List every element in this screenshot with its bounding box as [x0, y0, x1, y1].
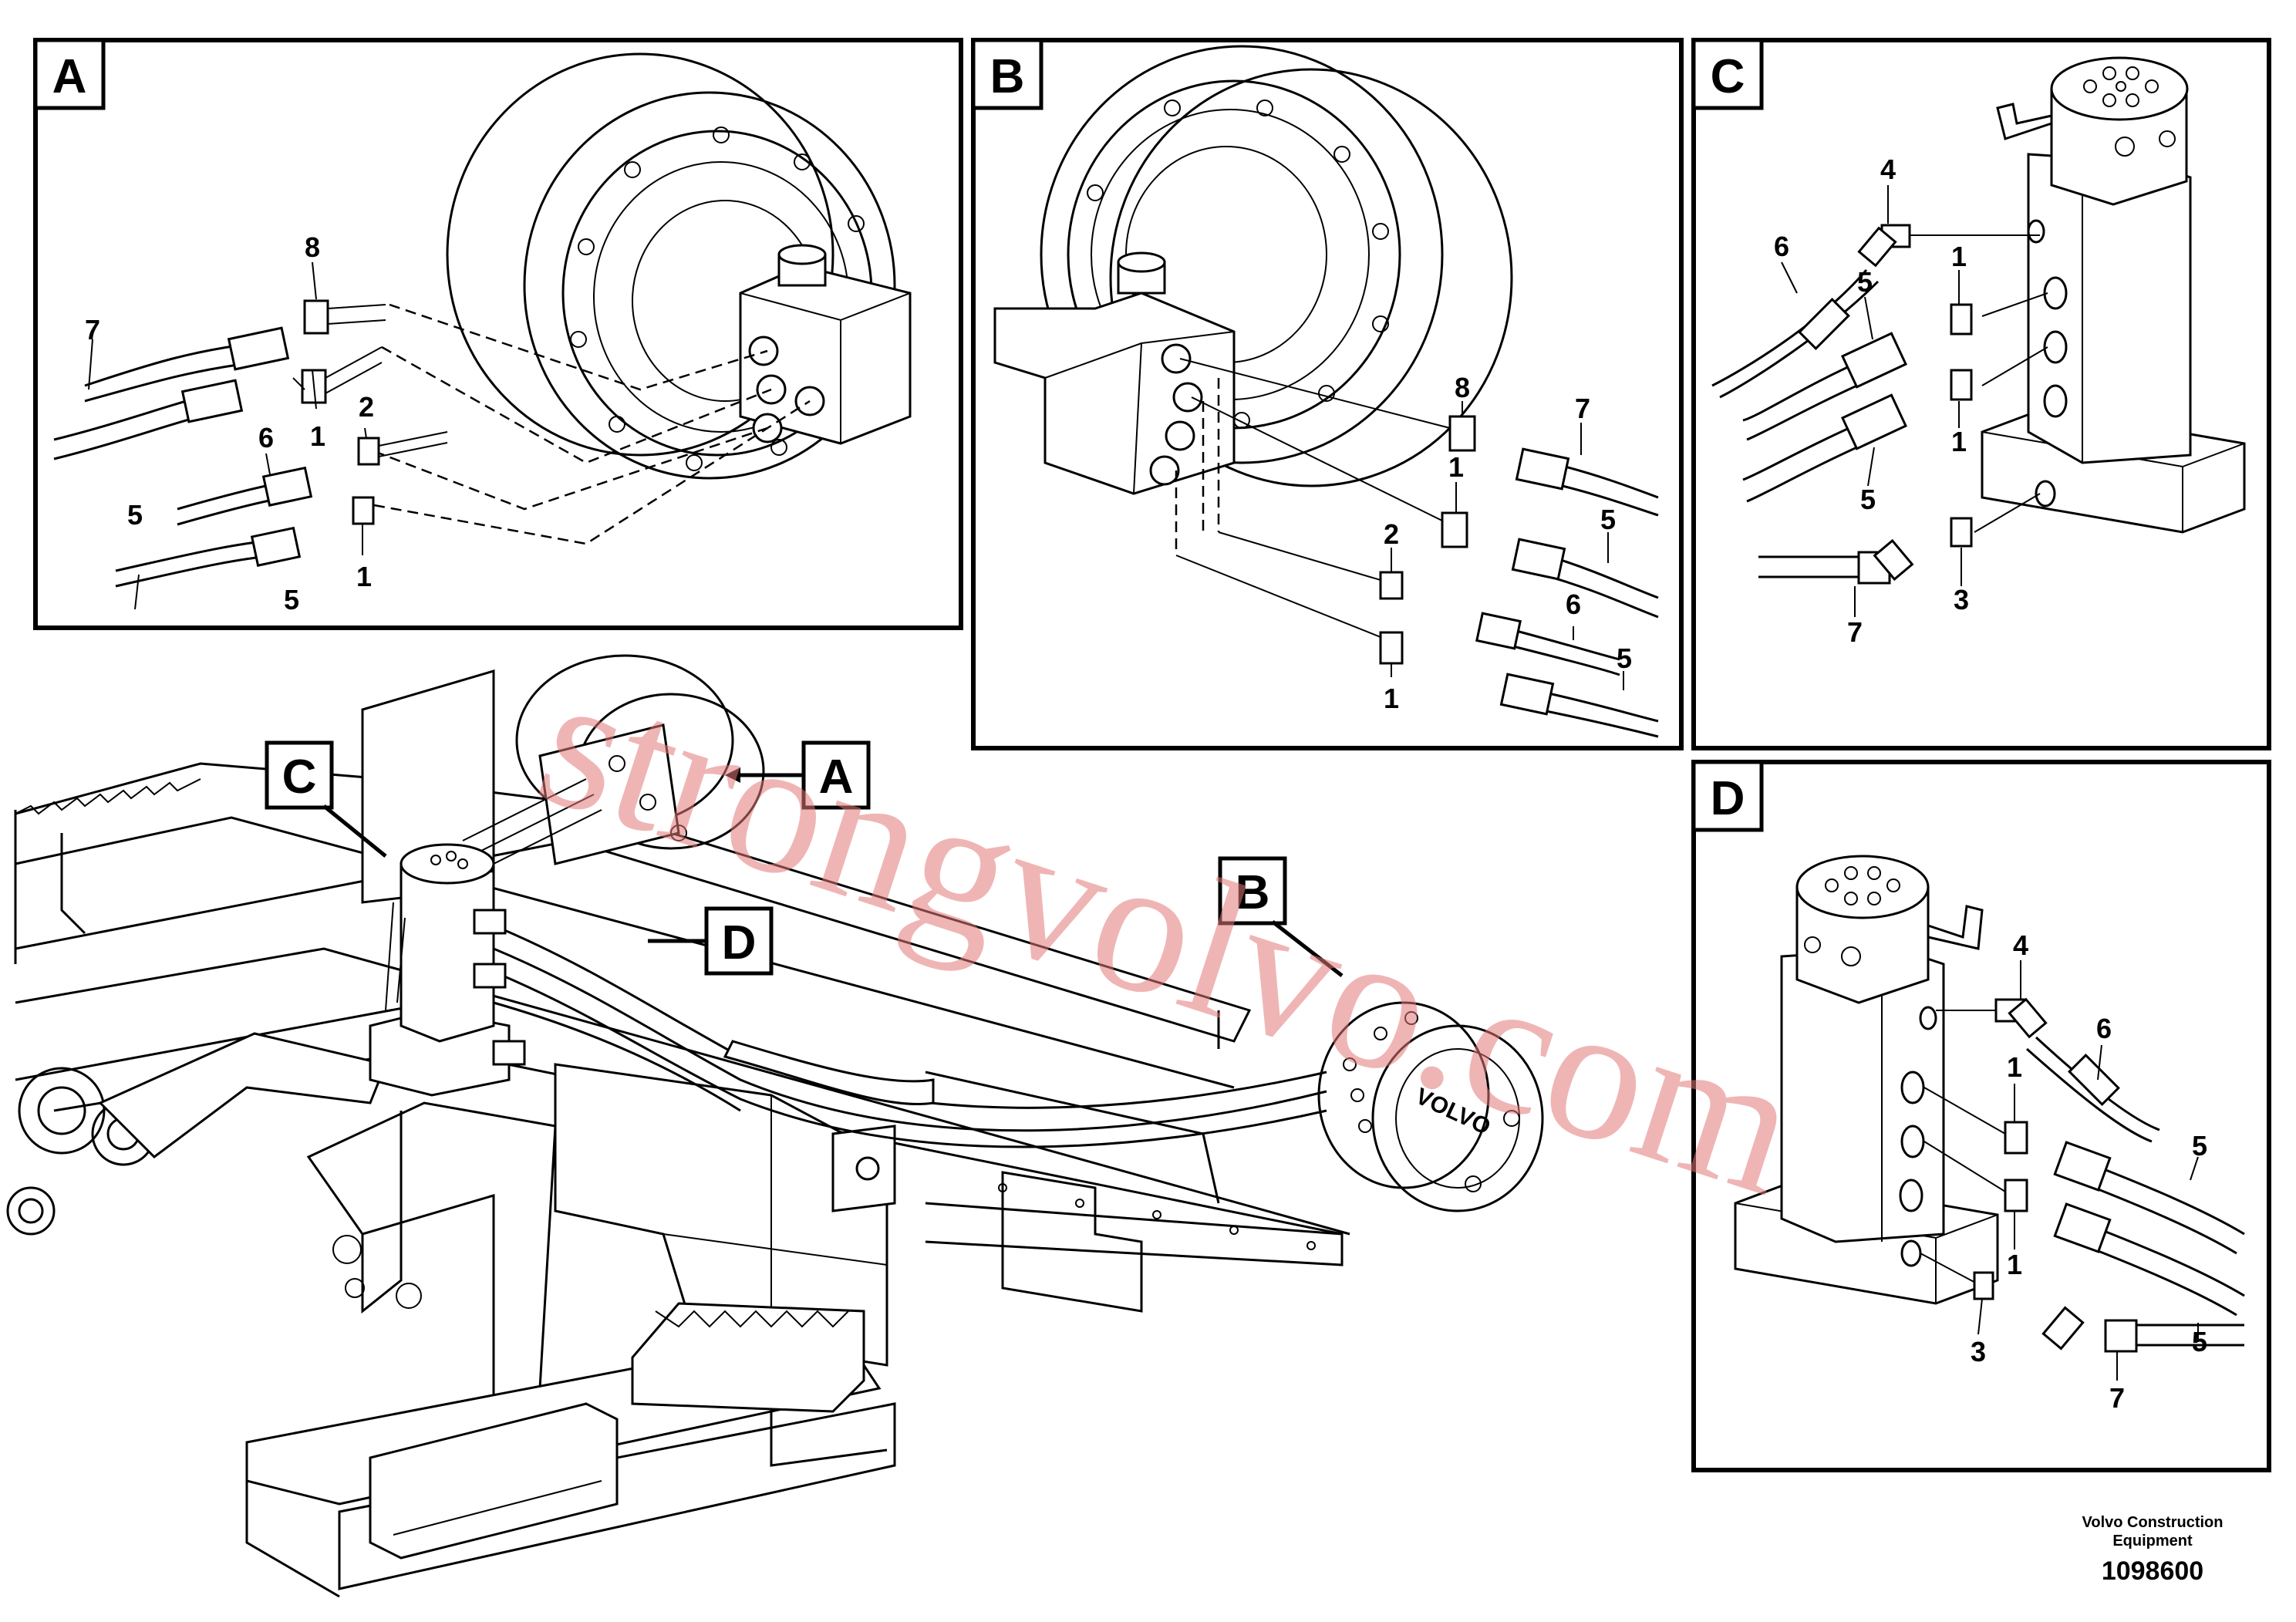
panel-c-hose-5a: [1742, 332, 1908, 441]
panel-d-fitting-1a: [2004, 1121, 2028, 1155]
panel-c-frame: [1691, 38, 2271, 750]
panel-d-callout-4: 4: [2013, 929, 2028, 961]
panel-c-fitting-1a: [1950, 303, 1973, 336]
panel-a: A: [33, 38, 963, 630]
panel-a-callout-1b: 1: [356, 561, 372, 592]
panel-c-callout-6: 6: [1774, 231, 1789, 262]
panel-c-fitting-1b: [1950, 369, 1973, 401]
panel-b-tag-box: [971, 38, 1043, 110]
panel-c-callout-7: 7: [1847, 616, 1863, 648]
panel-d-callout-3: 3: [1971, 1336, 1986, 1367]
panel-c-swivel-joint: [1981, 56, 2246, 534]
svg-text:D: D: [722, 916, 757, 969]
panel-b-tag: B: [990, 50, 1025, 103]
panel-a-leader-8: [389, 303, 768, 391]
panel-b-callout-8: 8: [1455, 372, 1470, 403]
panel-a-callout-2: 2: [359, 391, 374, 423]
panel-b-callout-1b: 1: [1384, 683, 1399, 714]
panel-b-hose-5a: [1511, 538, 1659, 619]
panel-c-tag: C: [1711, 50, 1745, 103]
panel-c-fitting-3: [1950, 517, 1973, 548]
panel-d-fitting-1b: [2004, 1179, 2028, 1212]
panel-a-leader-1a: [381, 346, 772, 464]
panel-b-hose-6: [1475, 612, 1620, 676]
panel-a-tag: A: [52, 50, 87, 103]
footer-company: Volvo Construction: [2082, 1514, 2224, 1531]
svg-text:A: A: [819, 750, 854, 804]
panel-b-callout-2: 2: [1384, 518, 1399, 550]
panel-d: D: [1691, 760, 2271, 1472]
panel-a-callout-5a: 5: [127, 499, 143, 531]
panel-b-fitting-1a: [1441, 511, 1468, 548]
svg-text:C: C: [282, 750, 317, 804]
panel-a-hose-5a: [53, 379, 244, 460]
panel-b-fitting-2: [1379, 571, 1404, 600]
footer-part-number: 1098600: [2102, 1556, 2203, 1586]
panel-a-tag-box: [33, 38, 106, 110]
panel-b-hose-5b: [1499, 673, 1659, 738]
panel-c-callout-5b: 5: [1860, 484, 1876, 515]
panel-d-callout-7: 7: [2109, 1382, 2125, 1414]
panel-a-callout-1a: 1: [310, 420, 325, 452]
panel-b-callout-7: 7: [1575, 393, 1590, 424]
panel-d-callout-1b: 1: [2007, 1249, 2022, 1280]
panel-c-callout-5a: 5: [1857, 266, 1873, 298]
panel-a-leader-2: [373, 427, 768, 511]
svg-text:B: B: [1236, 866, 1270, 919]
panel-a-leader-1b: [373, 400, 811, 545]
panel-d-tag-box: [1691, 760, 1764, 832]
panel-c-hose-5b: [1742, 393, 1908, 503]
panel-d-callout-5a: 5: [2192, 1130, 2207, 1162]
panel-a-callout-6: 6: [258, 422, 274, 454]
panel-a-frame: [33, 38, 963, 630]
panel-d-swivel-joint: [1734, 855, 1999, 1305]
panel-b-callout-5b: 5: [1617, 642, 1632, 674]
panel-b-fitting-1b: [1379, 631, 1404, 665]
panel-a-fitting-2: [357, 437, 380, 466]
panel-b-callout-5a: 5: [1600, 504, 1616, 535]
overview-tag-d: D: [648, 906, 774, 976]
panel-d-tag: D: [1711, 772, 1745, 825]
panel-c-callout-3: 3: [1954, 584, 1969, 615]
footer-company-line2: Equipment: [2112, 1533, 2193, 1549]
overview-tag-b: B: [1218, 856, 1344, 977]
panel-a-hose-6: [177, 466, 313, 526]
panel-a-hose-7: [84, 326, 290, 403]
panel-a-travel-motor: [446, 52, 912, 480]
panel-c-callout-1b: 1: [1951, 426, 1967, 457]
panel-a-hose-5b: [115, 526, 302, 588]
panel-b-frame: [971, 38, 1684, 750]
panel-c-hose-7: [1758, 538, 1914, 585]
panel-c: C: [1691, 38, 2271, 750]
panel-d-frame: [1691, 760, 2271, 1472]
panel-c-callout-1a: 1: [1951, 241, 1967, 272]
panel-a-fitting-1b: [352, 496, 375, 525]
panel-c-callout-4: 4: [1880, 153, 1896, 185]
overview-undercarriage: VOLVO: [6, 654, 1544, 1598]
panel-d-hose-5a: [2053, 1141, 2245, 1255]
panel-a-fitting-8: [303, 299, 329, 335]
panel-a-callout-5b: 5: [284, 584, 299, 615]
overview-tag-a: A: [725, 740, 871, 810]
panel-b-callout-1a: 1: [1448, 451, 1464, 483]
panel-c-hose-6: [1711, 269, 1880, 399]
panel-b-callout-6: 6: [1566, 588, 1581, 620]
panel-d-elbow-4: [1994, 997, 2048, 1039]
panel-d-hose-7: [2041, 1306, 2244, 1353]
panel-d-hose-5b: [2053, 1202, 2245, 1317]
panel-c-tag-box: [1691, 38, 1764, 110]
panel-d-callout-6: 6: [2096, 1013, 2112, 1044]
panel-a-callout-8: 8: [305, 231, 320, 263]
overview-tag-c: C: [265, 740, 387, 858]
panel-b: B: [971, 38, 1684, 750]
panel-d-fitting-3: [1973, 1271, 1994, 1300]
panel-b-fitting-8: [1448, 415, 1476, 452]
panel-b-hose-7: [1515, 447, 1659, 517]
panel-d-hose-6: [2026, 1036, 2160, 1143]
panel-a-callout-7: 7: [85, 314, 100, 346]
panel-d-callout-5b: 5: [2192, 1326, 2207, 1357]
panel-c-elbow-4: [1857, 224, 1911, 268]
panel-d-callout-1a: 1: [2007, 1051, 2022, 1083]
panel-b-travel-motor: [993, 45, 1513, 495]
